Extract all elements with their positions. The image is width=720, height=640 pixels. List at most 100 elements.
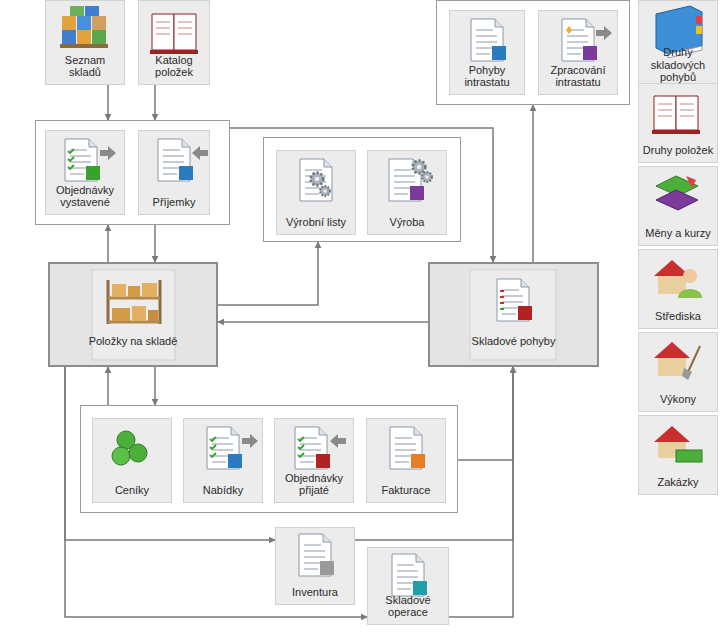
money-icon bbox=[656, 176, 698, 210]
production-icon-part bbox=[413, 161, 426, 174]
inventory-icon-part bbox=[320, 561, 334, 575]
module-box: Výkony bbox=[638, 332, 718, 412]
node-label: Skladové pohyby bbox=[472, 335, 556, 348]
module-box: Inventura bbox=[275, 527, 355, 605]
module-box: Skladové operace bbox=[367, 547, 449, 625]
connector-arrow bbox=[154, 367, 156, 405]
intrastat-moves-icon-part bbox=[492, 46, 506, 60]
group-box: Objednávky vystavenéPříjemky bbox=[35, 120, 230, 225]
offers-icon-part bbox=[207, 427, 239, 469]
connector-arrow bbox=[107, 367, 109, 405]
center-house-icon-part bbox=[654, 260, 690, 276]
shelf-icon-part bbox=[148, 310, 158, 321]
node-label: Zakázky bbox=[658, 476, 699, 489]
operations-icon-part bbox=[392, 554, 424, 596]
warehouse-boxes-icon-part bbox=[62, 16, 76, 30]
warehouse-boxes-icon-part bbox=[77, 30, 91, 44]
stock-moves-icon bbox=[497, 279, 532, 321]
catalog-book-icon-part bbox=[150, 50, 198, 54]
node-label: Výrobní listy bbox=[286, 216, 346, 229]
intrastat-process-icon-part bbox=[566, 26, 572, 34]
inventory-icon-part bbox=[299, 534, 331, 576]
connector-arrow bbox=[107, 85, 109, 120]
module-box: Měny a kurzy bbox=[638, 166, 718, 246]
blue-book-icon-part bbox=[668, 46, 702, 58]
order-in-icon-part bbox=[330, 434, 346, 448]
order-in-icon bbox=[295, 427, 346, 469]
receipt-icon-part bbox=[158, 139, 190, 181]
module-box: Seznam skladů bbox=[45, 0, 125, 85]
module-box: Zpracování intrastatu bbox=[538, 10, 618, 95]
catalog-book-icon bbox=[150, 14, 198, 54]
module-box: Objednávky přijaté bbox=[274, 418, 354, 503]
node-label: Objednávky vystavené bbox=[49, 184, 121, 209]
order-in-icon-part bbox=[295, 427, 327, 469]
production-sheets-icon-part bbox=[300, 159, 332, 201]
order-house-icon-part bbox=[676, 450, 702, 462]
catalog-book-icon-part bbox=[152, 14, 174, 50]
intrastat-moves-icon-part bbox=[471, 19, 503, 61]
main-box: Položky na skladě bbox=[48, 262, 218, 367]
module-box: Ceníky bbox=[92, 418, 172, 503]
order-out-icon-part bbox=[86, 166, 100, 180]
module-box: Fakturace bbox=[366, 418, 446, 503]
connector-arrow bbox=[218, 321, 428, 323]
node-label: Katalog položek bbox=[142, 54, 206, 79]
node-label: Střediska bbox=[655, 310, 701, 323]
pricelist-coins-icon-part bbox=[112, 447, 130, 465]
pricelist-coins-icon-part bbox=[129, 444, 147, 462]
receipt-icon-part bbox=[192, 146, 208, 160]
module-box: Druhy skladových pohybů bbox=[638, 0, 718, 90]
order-out-icon-part bbox=[68, 149, 74, 169]
red-book-icon-part bbox=[654, 96, 676, 130]
warehouse-boxes-icon-part bbox=[77, 16, 91, 30]
invoice-icon bbox=[390, 427, 425, 469]
connector-arrow bbox=[154, 85, 156, 120]
production-icon-part bbox=[389, 159, 421, 201]
order-house-icon-part bbox=[654, 426, 690, 442]
module-box: Katalog položek bbox=[138, 0, 210, 85]
intrastat-process-icon bbox=[562, 19, 612, 61]
stock-moves-icon-part bbox=[497, 279, 529, 321]
shelf-icon-part bbox=[112, 308, 130, 321]
blue-book-icon-part bbox=[696, 16, 702, 24]
node-label: Položky na skladě bbox=[89, 335, 178, 348]
offers-icon-part bbox=[242, 434, 258, 448]
receipt-icon-part bbox=[179, 166, 193, 180]
shelf-icon-part bbox=[132, 306, 146, 321]
module-box: Zakázky bbox=[638, 415, 718, 495]
order-out-icon-part bbox=[100, 146, 116, 160]
shelf-icon-part bbox=[108, 280, 160, 324]
offers-icon bbox=[207, 427, 258, 469]
warehouse-boxes-icon bbox=[60, 6, 108, 48]
moves-inner-box bbox=[470, 270, 556, 360]
warehouse-boxes-icon-part bbox=[60, 44, 108, 48]
offers-icon-part bbox=[228, 454, 242, 468]
module-box: Druhy položek bbox=[638, 83, 718, 163]
stock-inner-box bbox=[92, 270, 175, 360]
receipt-icon bbox=[158, 139, 208, 181]
blue-book-icon-part bbox=[656, 6, 702, 54]
red-book-icon-part bbox=[652, 130, 700, 134]
node-label: Ceníky bbox=[115, 484, 149, 497]
work-house-icon-part bbox=[654, 342, 690, 358]
money-icon-part bbox=[656, 176, 698, 196]
group-box: CeníkyNabídkyObjednávky přijatéFakturace bbox=[80, 405, 458, 513]
shelf-icon-part bbox=[142, 283, 157, 297]
group-box: Pohyby intrastatuZpracování intrastatu bbox=[436, 0, 630, 105]
production-sheets-icon bbox=[300, 159, 332, 201]
order-house-icon-part bbox=[658, 442, 686, 458]
pricelist-coins-icon-part bbox=[117, 431, 135, 449]
production-sheets-icon-part bbox=[311, 173, 324, 186]
invoice-icon-part bbox=[411, 454, 425, 468]
connector-arrow bbox=[154, 225, 156, 262]
warehouse-boxes-icon-part bbox=[70, 6, 84, 16]
order-out-icon-part bbox=[65, 139, 97, 181]
intrastat-process-icon-part bbox=[596, 26, 612, 40]
pricelist-coins-icon bbox=[112, 431, 147, 465]
node-label: Seznam skladů bbox=[49, 54, 121, 79]
stock-moves-icon-part bbox=[500, 291, 504, 303]
production-icon bbox=[389, 159, 432, 201]
operations-icon bbox=[392, 554, 427, 596]
